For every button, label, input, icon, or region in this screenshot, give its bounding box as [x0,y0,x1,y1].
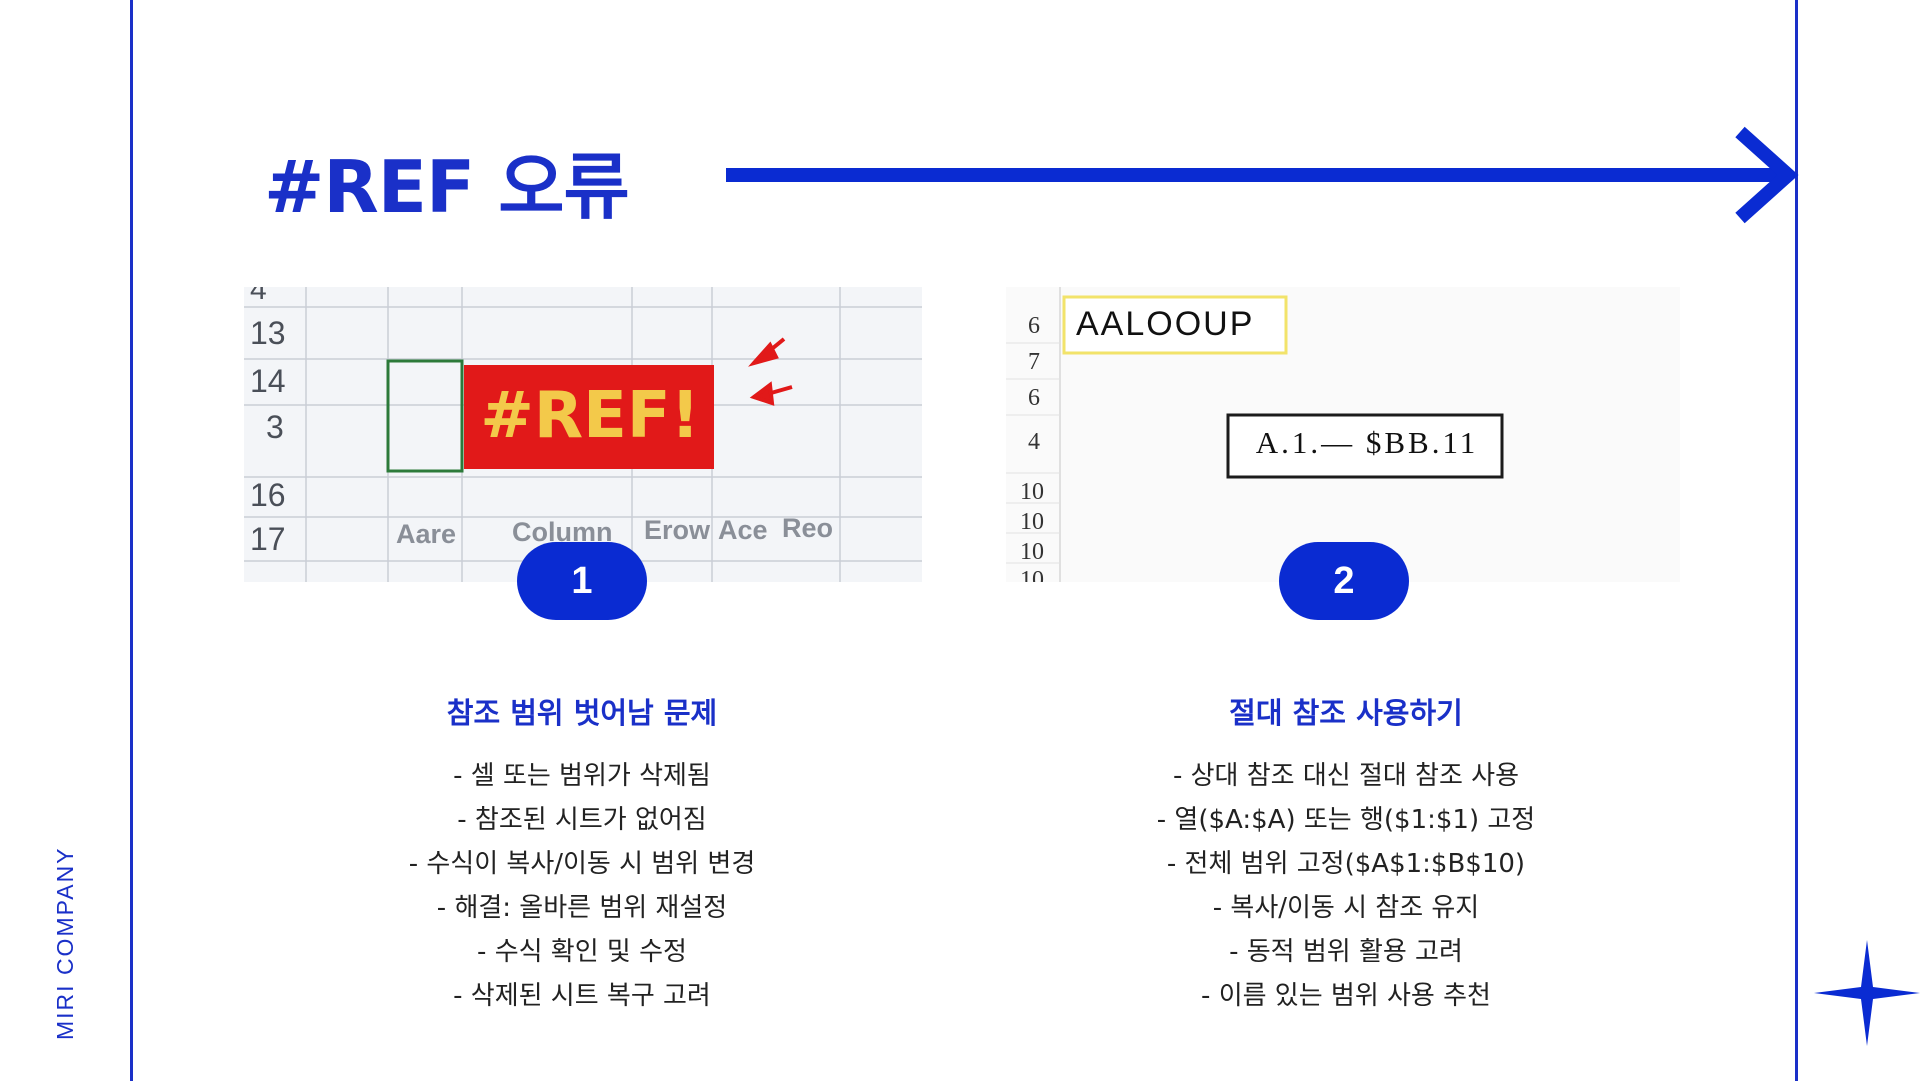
column-header-label: Reo [782,513,834,543]
right-border-line [1795,0,1798,1081]
list-item: - 이름 있는 범위 사용 추천 [1201,981,1491,1011]
list-item: - 열($A:$A) 또는 행($1:$1) 고정 [1156,805,1536,835]
list-item: - 상대 참조 대신 절대 참조 사용 [1172,761,1519,791]
row-number: 10 [1020,539,1044,565]
list-item: - 전체 범위 고정($A$1:$B$10) [1166,849,1526,879]
list-item: - 수식 확인 및 수정 [477,937,687,967]
card-2: 절대 참조 사용하기 - 상대 참조 대신 절대 참조 사용 - 열($A:$A… [1066,690,1626,1018]
cell-text: AALOOUP [1076,305,1255,343]
column-header-label: Aare [396,519,457,549]
row-number: 6 [1028,385,1040,411]
row-number: 7 [1028,349,1040,375]
row-number: 17 [250,521,286,557]
row-number: 3 [266,409,284,445]
row-number: 16 [250,477,286,513]
row-number: 4 [250,287,267,306]
bullet-list: - 셀 또는 범위가 삭제됨 - 참조된 시트가 없어짐 - 수식이 복사/이동… [302,754,862,1018]
list-item: - 해결: 올바른 범위 재설정 [436,893,728,923]
column-header-label: Ace [718,515,768,545]
list-item: - 삭제된 시트 복구 고려 [453,981,711,1011]
sheet-graphic [1006,287,1680,582]
card-1: 참조 범위 벗어남 문제 - 셀 또는 범위가 삭제됨 - 참조된 시트가 없어… [302,690,862,1018]
step-badge-2: 2 [1279,542,1409,620]
row-number: 10 [1020,567,1044,582]
card-heading: 참조 범위 벗어남 문제 [446,696,718,730]
row-number: 4 [1028,429,1040,455]
list-item: - 수식이 복사/이동 시 범위 변경 [408,849,756,879]
left-border-line [130,0,133,1081]
step-badge-1: 1 [517,542,647,620]
card-heading: 절대 참조 사용하기 [1229,696,1463,730]
column-header-label: Erow [644,515,711,545]
row-number: 13 [250,315,286,351]
row-number: 14 [250,363,286,399]
brand-label: MIRI COMPANY [52,846,78,1040]
list-item: - 복사/이동 시 참조 유지 [1212,893,1480,923]
spreadsheet-grid-graphic [244,287,922,582]
list-item: - 동적 범위 활용 고려 [1229,937,1463,967]
arrow-right-icon [726,126,1799,224]
bullet-list: - 상대 참조 대신 절대 참조 사용 - 열($A:$A) 또는 행($1:$… [1066,754,1626,1018]
page-title: #REF 오류 [264,145,630,229]
row-number: 10 [1020,479,1044,505]
list-item: - 셀 또는 범위가 삭제됨 [453,761,711,791]
ref-error-spreadsheet-image: 4 13 14 3 16 17 #REF! Aare Column Erow A… [244,287,922,582]
ref-error-text: #REF! [480,379,700,453]
absolute-reference-image: 6 7 6 4 10 10 10 10 AALOOUP A.1.— $BB.11 [1006,287,1680,582]
row-number: 6 [1028,313,1040,339]
row-number: 10 [1020,509,1044,535]
list-item: - 참조된 시트가 없어짐 [457,805,707,835]
sparkle-star-icon [1814,940,1920,1046]
formula-text: A.1.— $BB.11 [1255,425,1479,460]
